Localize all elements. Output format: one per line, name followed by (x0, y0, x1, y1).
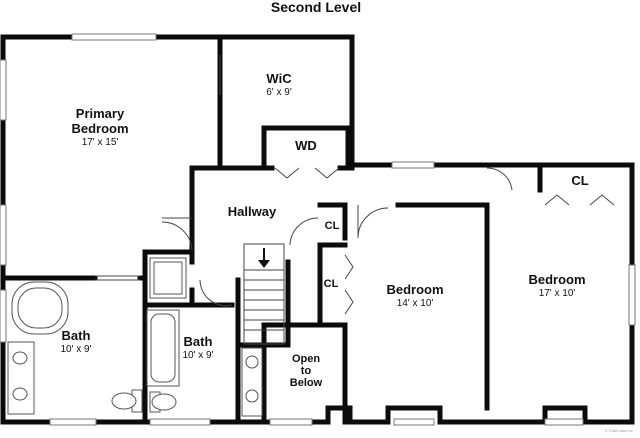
wd-label: WD (295, 138, 317, 153)
wic-dims: 6' x 9' (266, 87, 292, 98)
open-below-line2: to (301, 365, 312, 377)
stair-down-arrow (258, 248, 270, 268)
hallway-label: Hallway (228, 204, 277, 219)
interior-walls (0, 34, 543, 425)
bedroom-right-label: Bedroom (528, 272, 585, 287)
fixtures (7, 257, 263, 417)
windows (0, 33, 636, 426)
wic-label: WiC (266, 71, 292, 86)
bedroom-mid-dims: 14' x 10' (397, 298, 434, 309)
room-labels: Primary Bedroom 17' x 15' WiC 6' x 9' WD… (60, 71, 588, 389)
stairs (243, 243, 285, 345)
bath-left-label: Bath (62, 328, 91, 343)
bath-mid-label: Bath (184, 334, 213, 349)
primary-bedroom-label-line1: Primary (76, 106, 125, 121)
watermark: © CubiCasa Inc. (605, 428, 634, 433)
plan-title: Second Level (271, 0, 361, 15)
cl-mid-label: CL (324, 278, 339, 290)
bedroom-right-dims: 17' x 10' (539, 288, 576, 299)
bedroom-mid-label: Bedroom (386, 282, 443, 297)
bath-left-dims: 10' x 9' (60, 344, 91, 355)
open-below-line3: Below (290, 377, 323, 389)
cl-right-label: CL (571, 173, 588, 188)
doors (95, 55, 615, 315)
bath-mid-dims: 10' x 9' (182, 350, 213, 361)
primary-bedroom-label-line2: Bedroom (71, 121, 128, 136)
cl-hall-label: CL (325, 220, 340, 232)
primary-bedroom-dims: 17' x 15' (82, 137, 119, 148)
open-below-line1: Open (292, 353, 320, 365)
